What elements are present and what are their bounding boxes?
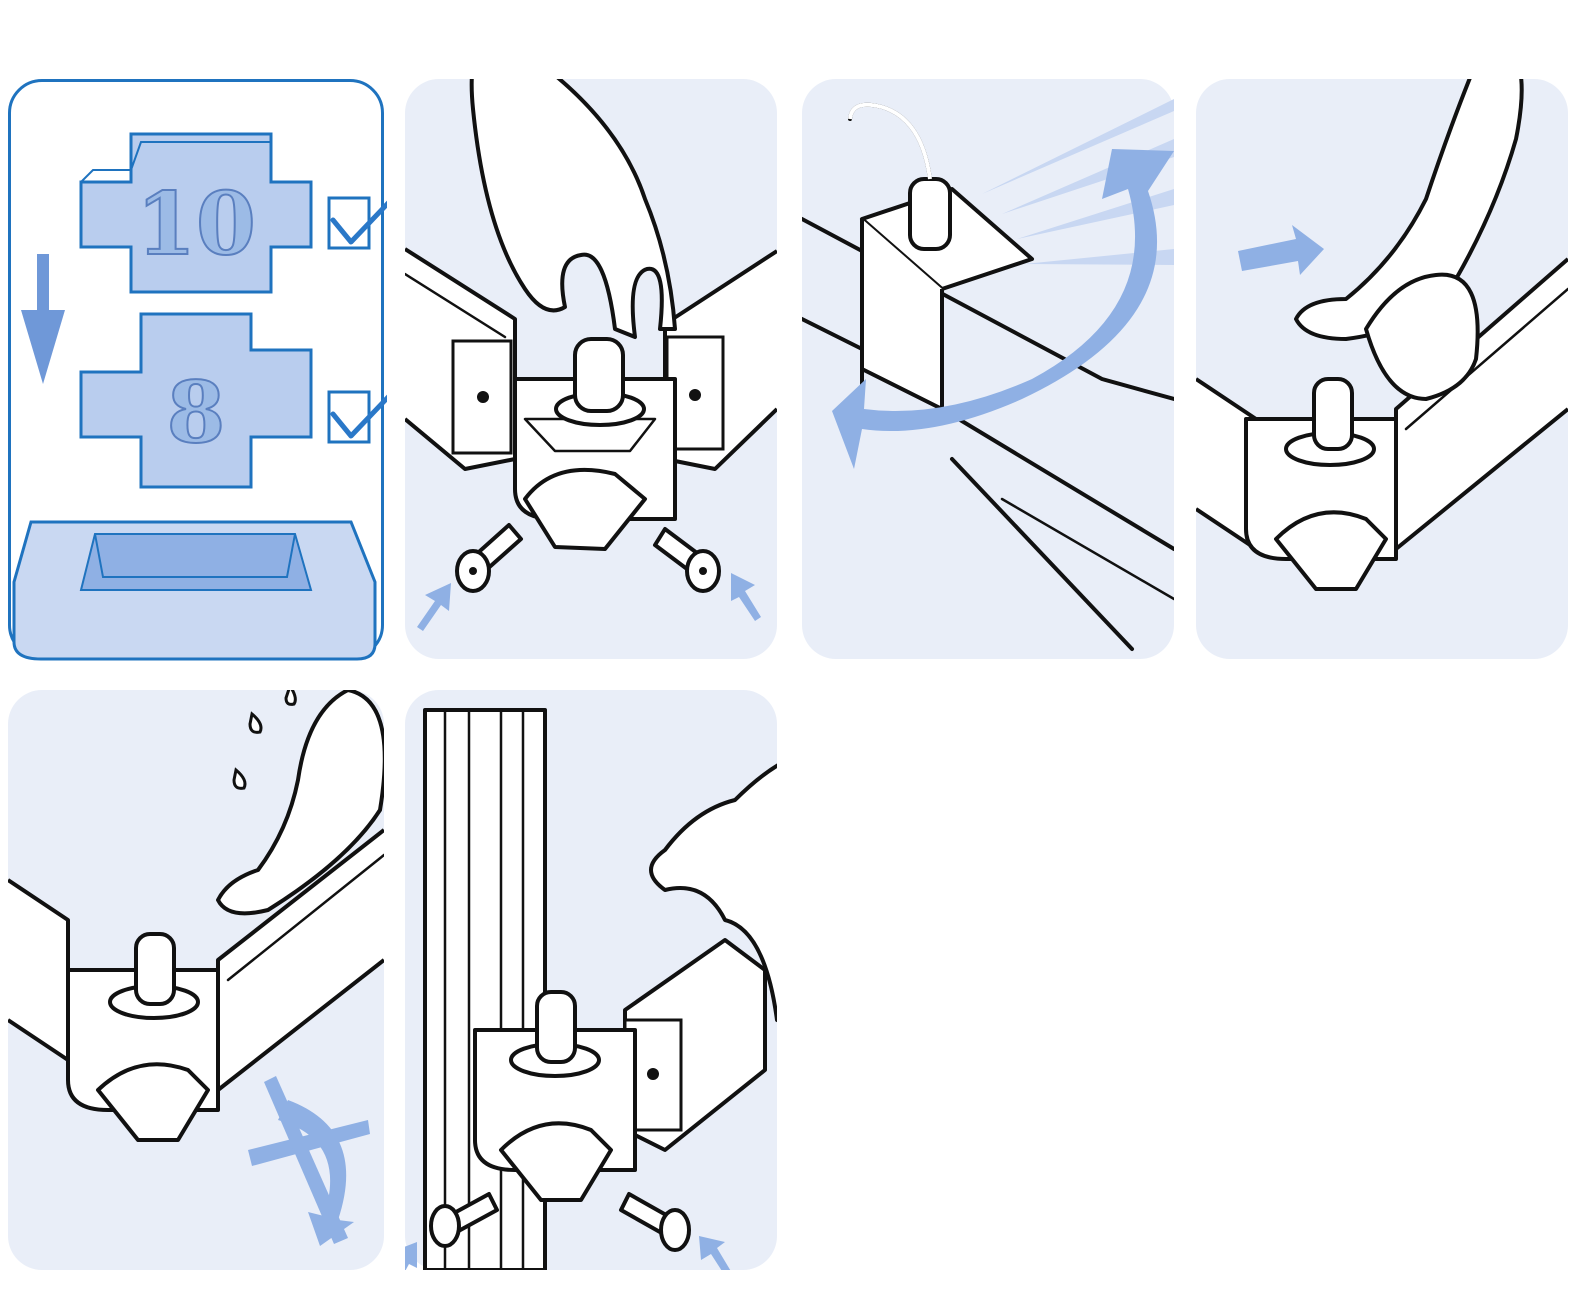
right-screw-icon [619, 1192, 691, 1252]
arrow-left-icon [417, 583, 451, 631]
size-legend-panel: 10 8 [8, 79, 422, 661]
horizontal-profile [623, 938, 767, 1152]
down-arrow-icon [21, 254, 65, 384]
step-vertical-mount-panel [405, 690, 777, 1270]
left-profile [405, 247, 517, 471]
insert-screws-graphic [405, 79, 777, 631]
hand-icon [649, 763, 777, 1022]
step-push-panel [1196, 79, 1568, 659]
hand-icon [216, 690, 384, 916]
vertical-profile [423, 708, 547, 1270]
size-8-label: 8 [167, 363, 225, 462]
size-legend-graphic: 10 8 [12, 132, 422, 661]
clamp-body [1244, 377, 1398, 591]
right-profile [663, 249, 777, 471]
step-insert-screws-panel [405, 79, 777, 659]
fingers-icon [1364, 272, 1480, 401]
hand-icon [469, 79, 677, 339]
right-screw-icon [653, 527, 721, 593]
slot-base [12, 520, 377, 661]
push-arrow-icon [1238, 225, 1324, 275]
clamp-body [513, 337, 677, 551]
profile-size-10: 10 [79, 132, 313, 294]
hand-icon [1294, 79, 1524, 341]
crossed-rotation-icon [248, 1076, 370, 1246]
left-screw-icon [429, 1192, 499, 1248]
vertical-mount-graphic [405, 708, 777, 1270]
arrow-right-icon [699, 1236, 731, 1270]
checkbox-size-8 [327, 331, 422, 444]
step-no-rotate-panel [8, 690, 384, 1270]
left-screw-icon [455, 523, 523, 593]
profile-size-8: 8 [79, 312, 313, 489]
clamp-body [848, 102, 1034, 411]
arrow-left-icon [405, 1242, 417, 1270]
size-10-label: 10 [136, 174, 256, 275]
rotate-graphic [802, 99, 1174, 651]
rotate-arrow-icon [832, 149, 1174, 469]
rail-profile [8, 828, 384, 1092]
sweat-drops-icon [232, 690, 297, 790]
no-rotate-graphic [8, 690, 384, 1246]
clamp-body [473, 990, 637, 1202]
push-graphic [1196, 79, 1568, 591]
arrow-right-icon [731, 573, 761, 621]
checkbox-size-10 [327, 137, 422, 250]
step-rotate-panel [802, 79, 1174, 659]
clamp-body [66, 932, 220, 1142]
